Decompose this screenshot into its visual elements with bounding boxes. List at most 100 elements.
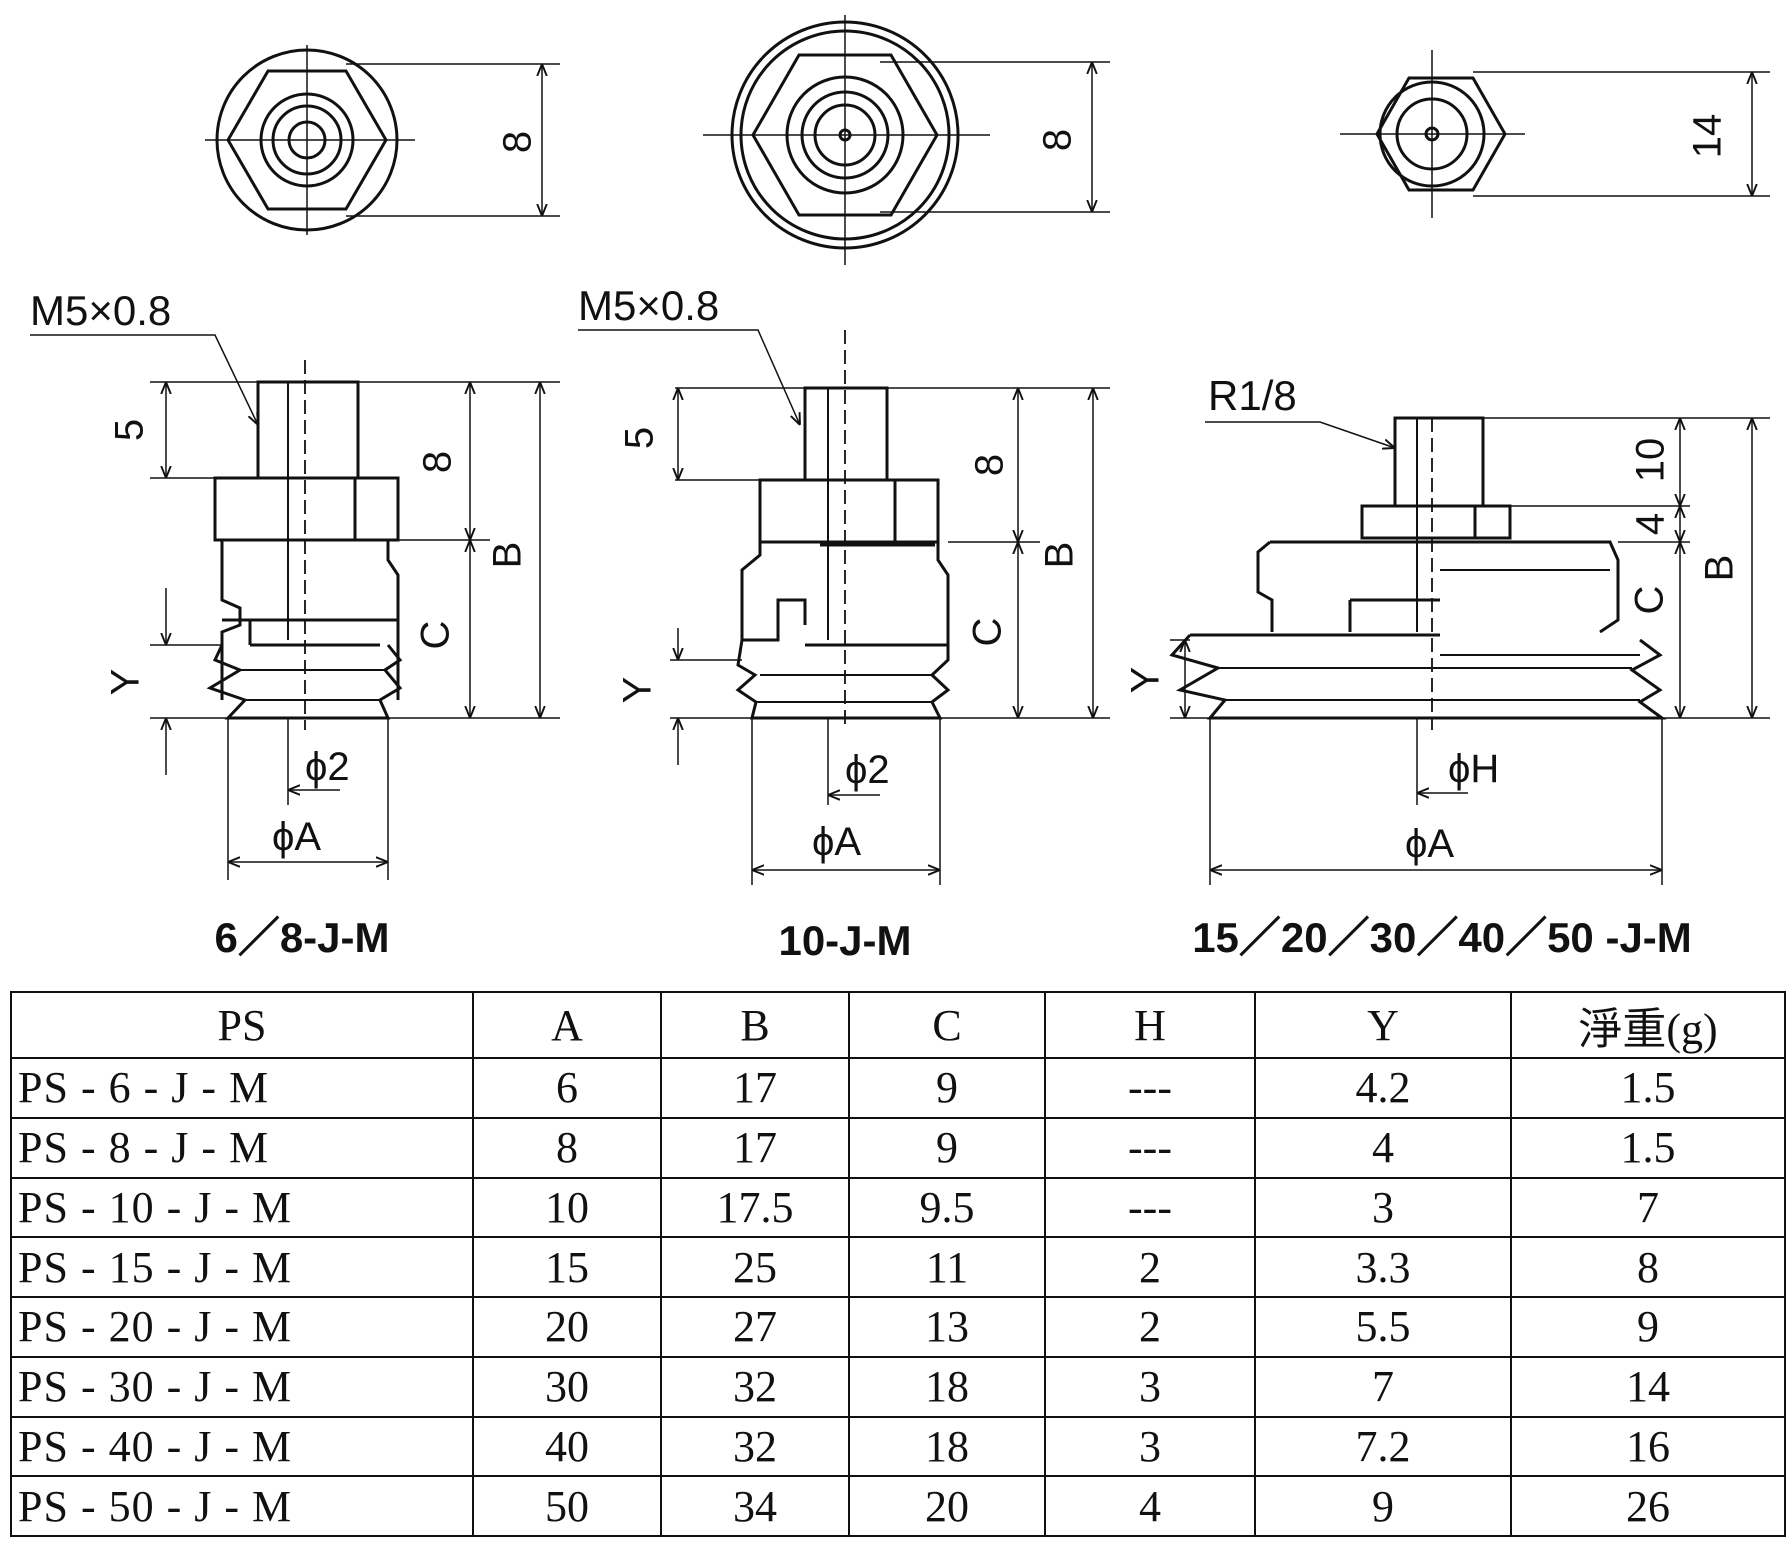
side-view-6-8-label-b: B <box>486 542 530 569</box>
cell-c: 18 <box>848 1415 1046 1478</box>
cell-b: 17 <box>660 1057 850 1119</box>
top-view-15-50 <box>1340 50 1770 218</box>
cell-h: 2 <box>1044 1236 1256 1298</box>
cell-h: 2 <box>1044 1296 1256 1358</box>
cell-weight: 8 <box>1510 1236 1786 1298</box>
cell-a: 50 <box>472 1475 662 1537</box>
header-b: B <box>660 991 850 1059</box>
cell-y: 7 <box>1254 1355 1512 1418</box>
side-view-6-8-label-y: Y <box>104 669 148 696</box>
cell-b: 25 <box>660 1236 850 1298</box>
side-view-15-50-label-phih: ϕH <box>1448 747 1499 791</box>
cell-a: 8 <box>472 1116 662 1179</box>
cell-c: 13 <box>848 1296 1046 1358</box>
side-view-10-label-y: Y <box>616 677 660 704</box>
cell-model: PS - 40 - J - M <box>10 1415 474 1478</box>
side-view-6-8-thread: M5×0.8 <box>30 287 171 334</box>
cell-weight: 9 <box>1510 1296 1786 1358</box>
side-view-10 <box>578 329 1110 885</box>
cell-h: --- <box>1044 1176 1256 1239</box>
cell-weight: 26 <box>1510 1475 1786 1537</box>
header-h: H <box>1044 991 1256 1059</box>
cell-b: 17 <box>660 1116 850 1179</box>
cell-model: PS - 6 - J - M <box>10 1057 474 1119</box>
side-view-10-label-5: 5 <box>618 427 662 449</box>
top-view-6-8-dim: 8 <box>496 131 540 153</box>
cell-b: 17.5 <box>660 1176 850 1239</box>
cell-model: PS - 15 - J - M <box>10 1236 474 1298</box>
header-weight: 淨重(g) <box>1510 991 1786 1059</box>
cell-c: 20 <box>848 1475 1046 1537</box>
top-view-6-8 <box>205 45 560 235</box>
side-view-15-50-label-4: 4 <box>1629 513 1673 535</box>
header-y: Y <box>1254 991 1512 1059</box>
side-view-10-thread: M5×0.8 <box>578 282 719 329</box>
cell-model: PS - 20 - J - M <box>10 1296 474 1358</box>
top-view-10 <box>703 15 1110 265</box>
side-view-6-8-title: 6／8-J-M <box>214 914 389 961</box>
cell-a: 40 <box>472 1415 662 1478</box>
side-view-15-50-title: 15／20／30／40／50 -J-M <box>1192 914 1692 961</box>
cell-h: 3 <box>1044 1355 1256 1418</box>
cell-model: PS - 50 - J - M <box>10 1475 474 1537</box>
cell-a: 20 <box>472 1296 662 1358</box>
cell-model: PS - 30 - J - M <box>10 1355 474 1418</box>
side-view-15-50-thread: R1/8 <box>1208 372 1297 419</box>
cell-y: 4 <box>1254 1116 1512 1179</box>
cell-b: 27 <box>660 1296 850 1358</box>
cell-c: 18 <box>848 1355 1046 1418</box>
technical-drawing: 8 8 14 <box>30 15 1770 964</box>
side-view-10-label-phi2: ϕ2 <box>845 748 890 792</box>
top-view-15-50-dim: 14 <box>1686 114 1730 159</box>
cell-y: 5.5 <box>1254 1296 1512 1358</box>
side-view-15-50-label-b: B <box>1698 555 1742 582</box>
cell-y: 4.2 <box>1254 1057 1512 1119</box>
cell-h: 3 <box>1044 1415 1256 1478</box>
cell-a: 15 <box>472 1236 662 1298</box>
cell-b: 32 <box>660 1415 850 1478</box>
cell-h: --- <box>1044 1116 1256 1179</box>
cell-b: 32 <box>660 1355 850 1418</box>
cell-model: PS - 10 - J - M <box>10 1176 474 1239</box>
side-view-10-title: 10-J-M <box>778 917 911 964</box>
header-a: A <box>472 991 662 1059</box>
side-view-15-50 <box>1169 416 1770 885</box>
side-view-15-50-label-y: Y <box>1124 667 1168 694</box>
cell-c: 9 <box>848 1116 1046 1179</box>
cell-weight: 16 <box>1510 1415 1786 1478</box>
side-view-15-50-label-phia: ϕA <box>1405 822 1454 866</box>
cell-c: 9.5 <box>848 1176 1046 1239</box>
side-view-6-8-label-c: C <box>414 621 458 650</box>
side-view-10-label-phia: ϕA <box>812 820 861 864</box>
cell-y: 7.2 <box>1254 1415 1512 1478</box>
side-view-6-8-label-5: 5 <box>108 419 152 441</box>
table-header-row: PS A B C H Y 淨重(g) <box>10 991 1786 1059</box>
top-view-10-dim: 8 <box>1036 129 1080 151</box>
cell-b: 34 <box>660 1475 850 1537</box>
cell-a: 30 <box>472 1355 662 1418</box>
cell-model: PS - 8 - J - M <box>10 1116 474 1179</box>
cell-a: 6 <box>472 1057 662 1119</box>
cell-weight: 14 <box>1510 1355 1786 1418</box>
side-view-10-label-b: B <box>1038 542 1082 569</box>
side-view-10-label-8: 8 <box>968 454 1012 476</box>
side-view-6-8-label-phia: ϕA <box>272 815 321 859</box>
side-view-10-label-c: C <box>966 618 1010 647</box>
cell-h: 4 <box>1044 1475 1256 1537</box>
cell-h: --- <box>1044 1057 1256 1119</box>
side-view-6-8 <box>30 334 560 880</box>
header-ps: PS <box>10 991 474 1059</box>
cell-weight: 7 <box>1510 1176 1786 1239</box>
cell-c: 11 <box>848 1236 1046 1298</box>
side-view-15-50-label-10: 10 <box>1629 438 1673 483</box>
cell-weight: 1.5 <box>1510 1116 1786 1179</box>
side-view-6-8-label-8: 8 <box>416 451 460 473</box>
